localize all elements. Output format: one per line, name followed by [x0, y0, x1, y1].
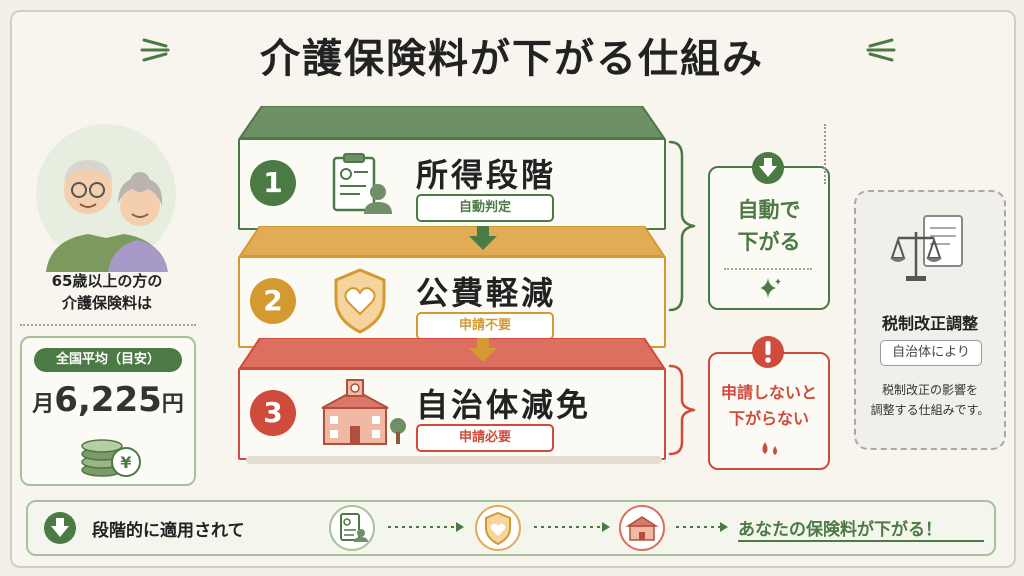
seniors-icon [36, 124, 176, 272]
layer-1-top [238, 106, 666, 139]
bottom-shield-icon [475, 505, 521, 551]
auto-reduce-text: 自動で 下がる [710, 194, 828, 258]
amount-suffix: 円 [161, 392, 184, 417]
tax-description: 税制改正の影響を 調整する仕組みです。 [856, 380, 1004, 420]
intro-line-1: 65歳以上の方の [51, 272, 163, 290]
sweat-drops-icon [762, 442, 777, 455]
auto-text-line-1: 自動で [737, 198, 801, 222]
layer-3-number: 3 [250, 390, 296, 436]
average-amount: 月6,225円 [28, 380, 188, 420]
dotted-arrow-icon [534, 522, 610, 532]
title-right-sparkle-icon [866, 38, 896, 62]
layer-1-badge: 自動判定 [416, 194, 554, 222]
intro-divider [20, 324, 196, 326]
dotted-arrow-icon [388, 522, 464, 532]
average-label: 全国平均（目安） [34, 348, 182, 372]
dotted-arrow-icon [676, 522, 728, 532]
down-arrow-icon [469, 338, 497, 362]
layer-2-title: 公費軽減 [416, 274, 557, 312]
down-arrow-circle-icon [752, 152, 784, 184]
intro-text: 65歳以上の方の 介護保険料は [24, 270, 190, 314]
intro-line-2: 介護保険料は [61, 294, 152, 312]
layer-3-title: 自治体減免 [416, 386, 592, 424]
layer-2-badge: 申請不要 [416, 312, 554, 340]
layer-2-number: 2 [250, 278, 296, 324]
bottom-left-text: 段階的に適用されて [92, 521, 245, 541]
apply-bracket [668, 364, 696, 456]
average-premium-card: 全国平均（目安） 月6,225円 ¥ [20, 336, 196, 486]
tax-adjustment-box: 税制改正調整 自治体により 税制改正の影響を 調整する仕組みです。 [854, 190, 1006, 450]
sparkle-icon [760, 278, 781, 298]
coin-stack-icon: ¥ [81, 439, 141, 477]
auto-bracket [668, 140, 696, 312]
amount-value: 6,225 [54, 380, 162, 420]
down-arrow-circle-icon [44, 512, 76, 544]
clipboard-person-icon [332, 153, 392, 214]
bottom-city-hall-icon [619, 505, 665, 551]
auto-reduce-box: 自動で 下がる [708, 152, 830, 310]
layer-3-local-exemption: 3 自治体減免 申請必要 [238, 368, 666, 460]
auto-divider [724, 268, 812, 270]
layer-3-badge: 申請必要 [416, 424, 554, 452]
amount-prefix: 月 [32, 392, 55, 417]
apply-required-text: 申請しないと 下がらない [710, 380, 828, 432]
scales-document-icon [890, 215, 963, 281]
bottom-summary-bar: 段階的に適用されて [26, 500, 996, 556]
stack-shadow [246, 456, 662, 464]
seniors-illustration [26, 122, 186, 272]
tax-desc-line-1: 税制改正の影響を [881, 383, 978, 397]
auto-text-line-2: 下がる [737, 230, 801, 254]
layer-1-title: 所得段階 [416, 156, 557, 194]
tax-desc-line-2: 調整する仕組みです。 [870, 403, 990, 417]
apply-text-line-2: 下がらない [728, 409, 809, 428]
exclamation-icon [752, 336, 784, 368]
layer-1-income-stage: 1 所得段階 自動判定 [238, 138, 666, 230]
tax-connector-line [824, 124, 826, 184]
page-title: 介護保険料が下がる仕組み [260, 36, 764, 82]
bottom-result-text: あなたの保険料が下がる！ [738, 520, 942, 540]
bottom-result-underline [738, 540, 984, 542]
apply-required-box: 申請しないと 下がらない [708, 336, 830, 470]
layer-1-number: 1 [250, 160, 296, 206]
title-left-sparkle-icon [140, 38, 170, 62]
yen-symbol: ¥ [120, 453, 131, 472]
layer-3-top [238, 338, 666, 369]
tax-badge: 自治体により [880, 340, 982, 366]
tax-title: 税制改正調整 [881, 314, 978, 333]
layer-2-public-reduction: 2 公費軽減 申請不要 [238, 256, 666, 348]
down-arrow-icon [469, 226, 497, 250]
layer-2-top [238, 226, 666, 257]
shield-heart-icon [334, 268, 386, 334]
bottom-clipboard-icon [329, 505, 375, 551]
apply-text-line-1: 申請しないと [720, 383, 817, 402]
city-hall-icon [321, 379, 406, 445]
